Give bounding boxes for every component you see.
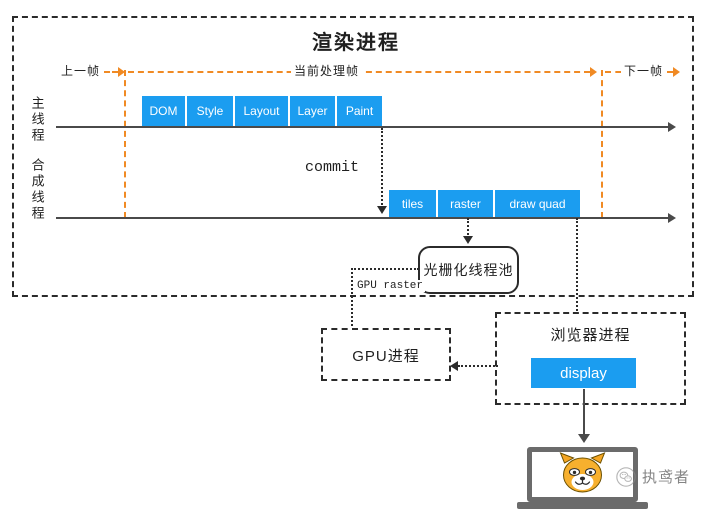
laptop-base [517,502,648,509]
compositor-thread-label: 合成线程 [29,158,45,222]
next-frame-arrow [673,67,680,77]
frame-boundary-right [601,70,603,218]
display-to-device-line [583,389,585,437]
laptop-device [527,447,638,502]
compositor-stage-row: tiles raster draw quad [389,190,580,217]
stage-paint[interactable]: Paint [337,96,382,126]
raster-to-pool-line [467,218,469,238]
wechat-icon [616,466,636,487]
compositor-thread-axis-arrow [668,213,676,223]
display-chip[interactable]: display [531,358,636,388]
render-process-container [12,16,694,297]
stage-raster[interactable]: raster [438,190,495,217]
display-to-device-arrow [578,434,590,443]
browser-to-gpu-arrow [450,361,458,371]
main-thread-axis-arrow [668,122,676,132]
compositor-thread-axis [56,217,670,219]
previous-frame-arrow [118,67,125,77]
stage-tiles[interactable]: tiles [389,190,438,217]
frame-boundary-left [124,70,126,218]
stage-layer[interactable]: Layer [290,96,337,126]
main-thread-label: 主线程 [29,96,45,144]
gpu-process-title: GPU进程 [352,348,420,365]
previous-frame-label: 上一帧 [58,62,104,79]
stage-style[interactable]: Style [187,96,235,126]
main-thread-stage-row: DOM Style Layout Layer Paint [142,96,382,126]
commit-label: commit [305,159,360,176]
drawquad-to-browser-line [576,218,578,330]
page-title: 渲染进程 [312,32,400,54]
gpu-raster-h-line [351,268,419,270]
browser-process-title: 浏览器进程 [550,327,631,344]
stage-dom[interactable]: DOM [142,96,187,126]
next-frame-label: 下一帧 [621,62,667,79]
gpu-raster-v-line [351,268,353,330]
current-frame-label: 当前处理帧 [291,62,363,79]
stage-layout[interactable]: Layout [235,96,290,126]
current-frame-arrow [590,67,597,77]
raster-to-pool-arrow [463,236,473,244]
raster-thread-pool: 光栅化线程池 [418,246,519,294]
commit-connector-arrow [377,206,387,214]
main-thread-axis [56,126,670,128]
browser-to-gpu-line [458,365,498,367]
commit-connector-line [381,128,383,208]
watermark: 执鸢者 [616,466,690,487]
gpu-process-box [321,328,451,381]
shiba-dog-face-icon [559,452,606,493]
watermark-text: 执鸢者 [642,469,691,486]
gpu-raster-label: GPU raster [355,280,426,292]
stage-draw-quad[interactable]: draw quad [495,190,580,217]
previous-frame-line [96,71,118,73]
